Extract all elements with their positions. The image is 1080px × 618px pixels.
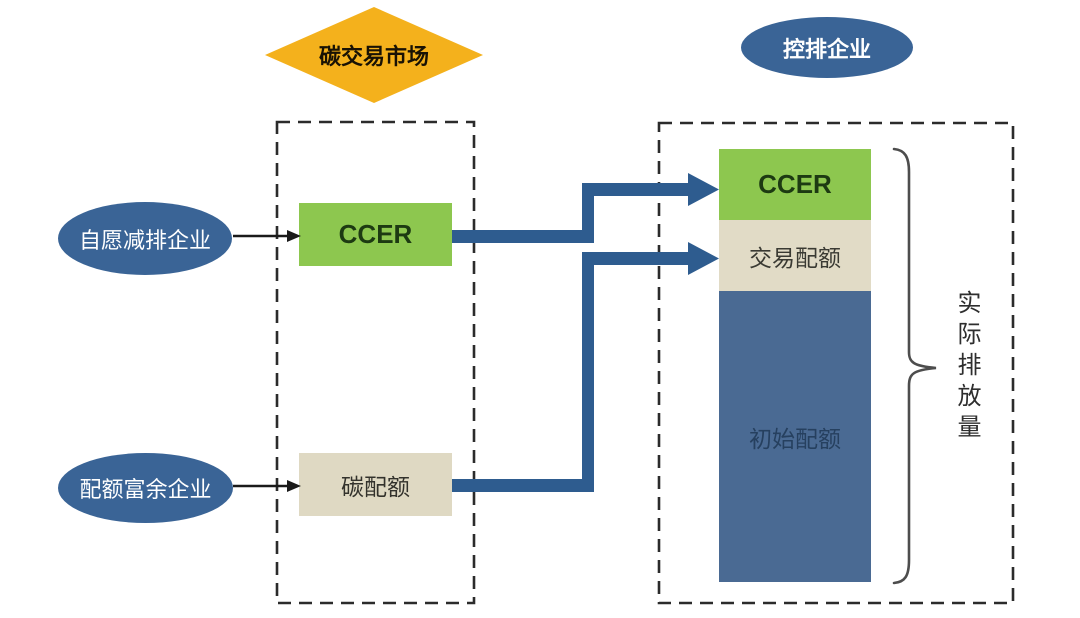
carbon-market-diamond-label: 碳交易市场 bbox=[318, 44, 429, 69]
controlled-enterprises-label: 控排企业 bbox=[782, 36, 871, 62]
quota-surplus-enterprises-label: 配额富余企业 bbox=[79, 477, 212, 502]
stack-initial-quota-segment: 初始配额 bbox=[719, 291, 871, 582]
market-ccer-label: CCER bbox=[338, 219, 413, 249]
stack-initial-quota-label: 初始配额 bbox=[749, 425, 841, 452]
arrow-quota-to-stack bbox=[452, 242, 719, 492]
arrow-voluntary-to-ccer bbox=[233, 230, 301, 242]
market-ccer-box: CCER bbox=[299, 203, 452, 266]
stack-ccer-segment: CCER bbox=[719, 149, 871, 220]
controlled-enterprises-ellipse: 控排企业 bbox=[741, 17, 913, 78]
arrow-ccer-to-stack bbox=[452, 173, 719, 243]
arrow-surplus-to-quota bbox=[233, 480, 301, 492]
carbon-market-diamond: 碳交易市场 bbox=[265, 7, 483, 103]
market-carbon-quota-box: 碳配额 bbox=[299, 453, 452, 516]
market-carbon-quota-label: 碳配额 bbox=[341, 473, 410, 500]
stack-traded-quota-segment: 交易配额 bbox=[719, 220, 871, 291]
voluntary-reduction-enterprises-ellipse: 自愿减排企业 bbox=[58, 202, 232, 275]
stack-ccer-label: CCER bbox=[758, 169, 832, 199]
voluntary-reduction-enterprises-label: 自愿减排企业 bbox=[78, 227, 211, 253]
actual-emissions-label: 实际排放量 bbox=[953, 290, 980, 445]
quota-surplus-enterprises-ellipse: 配额富余企业 bbox=[58, 453, 233, 523]
stack-traded-quota-label: 交易配额 bbox=[749, 244, 841, 271]
actual-emissions-brace bbox=[892, 147, 937, 585]
market-dashed-boundary bbox=[275, 120, 476, 605]
